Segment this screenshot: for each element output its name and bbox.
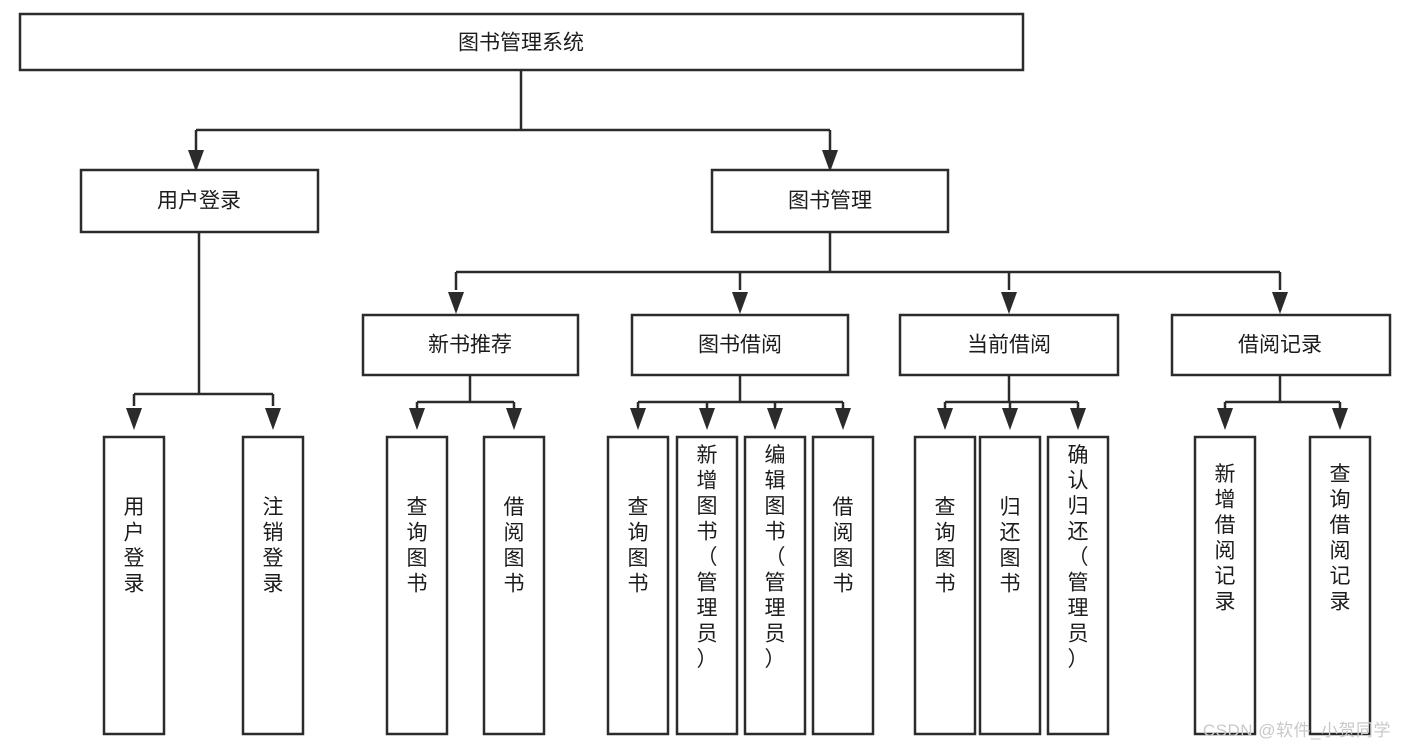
node-new-book-recommend-label: 新书推荐 — [428, 334, 512, 357]
arrow-borrow-leaf-2 — [699, 408, 715, 430]
leaf-add-borrow-record-label: 新增借阅记录 — [1215, 463, 1236, 614]
leaf-confirm-return-admin[interactable]: 确认归还（管理员） — [1046, 435, 1110, 736]
arrow-to-current-borrow — [1001, 292, 1017, 314]
leaf-query-borrow-record[interactable]: 查询借阅记录 — [1308, 435, 1372, 736]
arrow-borrow-leaf-3 — [767, 408, 783, 430]
leaf-query-book-current-box — [913, 435, 977, 736]
arrow-to-user-login-leaf — [126, 408, 142, 430]
arrow-to-logout-leaf — [265, 408, 281, 430]
leaf-logout-label: 注销登录 — [263, 496, 284, 596]
leaf-user-login-box — [102, 435, 166, 736]
leaf-add-borrow-record-box — [1193, 435, 1257, 736]
leaf-query-book-rec-label: 查询图书 — [407, 496, 428, 596]
node-borrow-record-label: 借阅记录 — [1238, 334, 1322, 357]
node-user-login[interactable]: 用户登录 — [79, 168, 320, 234]
leaf-query-book-borrow[interactable]: 查询图书 — [606, 435, 670, 736]
leaf-confirm-return-admin-box — [1046, 435, 1110, 736]
node-new-book-recommend-box — [361, 313, 580, 377]
arrow-to-book-mgmt — [822, 150, 838, 172]
arrow-current-leaf-3 — [1070, 408, 1086, 430]
leaf-logout[interactable]: 注销登录 — [241, 435, 305, 736]
leaf-add-book-admin-label: 新增图书（管理员） — [697, 444, 718, 671]
connector-layer — [126, 70, 1348, 430]
node-root-label: 图书管理系统 — [458, 32, 584, 55]
arrow-current-leaf-2 — [1002, 408, 1018, 430]
leaf-borrow-book-rec[interactable]: 借阅图书 — [482, 435, 546, 736]
leaf-edit-book-admin-label: 编辑图书（管理员） — [765, 444, 786, 671]
leaf-logout-box — [241, 435, 305, 736]
node-borrow-record-box — [1170, 313, 1392, 377]
leaf-add-book-admin-box — [675, 435, 739, 736]
arrow-current-leaf-1 — [937, 408, 953, 430]
leaf-borrow-book-borrow-label: 借阅图书 — [833, 496, 854, 596]
leaf-user-login-label: 用户登录 — [124, 496, 145, 596]
arrow-borrow-leaf-4 — [835, 408, 851, 430]
arrow-rec-leaf-2 — [506, 408, 522, 430]
arrow-rec-leaf-1 — [409, 408, 425, 430]
leaf-query-book-current-label: 查询图书 — [935, 496, 956, 596]
leaf-confirm-return-admin-label: 确认归还（管理员） — [1068, 444, 1089, 671]
node-new-book-recommend[interactable]: 新书推荐 — [361, 313, 580, 377]
leaf-query-borrow-record-box — [1308, 435, 1372, 736]
leaf-borrow-book-borrow[interactable]: 借阅图书 — [811, 435, 875, 736]
leaf-query-book-current[interactable]: 查询图书 — [913, 435, 977, 736]
node-book-management[interactable]: 图书管理 — [710, 168, 950, 234]
leaf-add-borrow-record[interactable]: 新增借阅记录 — [1193, 435, 1257, 736]
arrow-record-leaf-1 — [1217, 408, 1233, 430]
node-root-system[interactable]: 图书管理系统 — [18, 12, 1025, 72]
arrow-record-leaf-2 — [1332, 408, 1348, 430]
arrow-to-new-book-rec — [448, 292, 464, 314]
leaf-return-book-box — [978, 435, 1042, 736]
leaf-edit-book-admin[interactable]: 编辑图书（管理员） — [743, 435, 807, 736]
leaf-user-login[interactable]: 用户登录 — [102, 435, 166, 736]
node-user-login-box — [79, 168, 320, 234]
leaf-query-book-borrow-box — [606, 435, 670, 736]
node-book-borrow[interactable]: 图书借阅 — [630, 313, 850, 377]
arrow-borrow-leaf-1 — [630, 408, 646, 430]
leaf-borrow-book-rec-label: 借阅图书 — [504, 496, 525, 596]
node-book-borrow-box — [630, 313, 850, 377]
node-current-borrow-box — [898, 313, 1120, 377]
arrow-to-user-login — [188, 150, 204, 172]
leaf-borrow-book-rec-box — [482, 435, 546, 736]
leaf-return-book[interactable]: 归还图书 — [978, 435, 1042, 736]
node-book-borrow-label: 图书借阅 — [698, 334, 782, 357]
leaf-query-book-rec-box — [385, 435, 449, 736]
leaf-query-borrow-record-label: 查询借阅记录 — [1330, 463, 1351, 614]
node-root-box — [18, 12, 1025, 72]
node-book-management-box — [710, 168, 950, 234]
node-book-management-label: 图书管理 — [788, 190, 872, 213]
leaf-edit-book-admin-box — [743, 435, 807, 736]
node-user-login-label: 用户登录 — [157, 190, 241, 213]
leaf-add-book-admin[interactable]: 新增图书（管理员） — [675, 435, 739, 736]
node-current-borrow-label: 当前借阅 — [967, 334, 1051, 357]
leaf-query-book-borrow-label: 查询图书 — [628, 496, 649, 596]
leaf-query-book-rec[interactable]: 查询图书 — [385, 435, 449, 736]
leaf-return-book-label: 归还图书 — [1000, 496, 1021, 596]
arrow-to-book-borrow — [732, 292, 748, 314]
node-current-borrow[interactable]: 当前借阅 — [898, 313, 1120, 377]
arrow-to-borrow-record — [1272, 292, 1288, 314]
leaf-borrow-book-borrow-box — [811, 435, 875, 736]
node-borrow-record[interactable]: 借阅记录 — [1170, 313, 1392, 377]
